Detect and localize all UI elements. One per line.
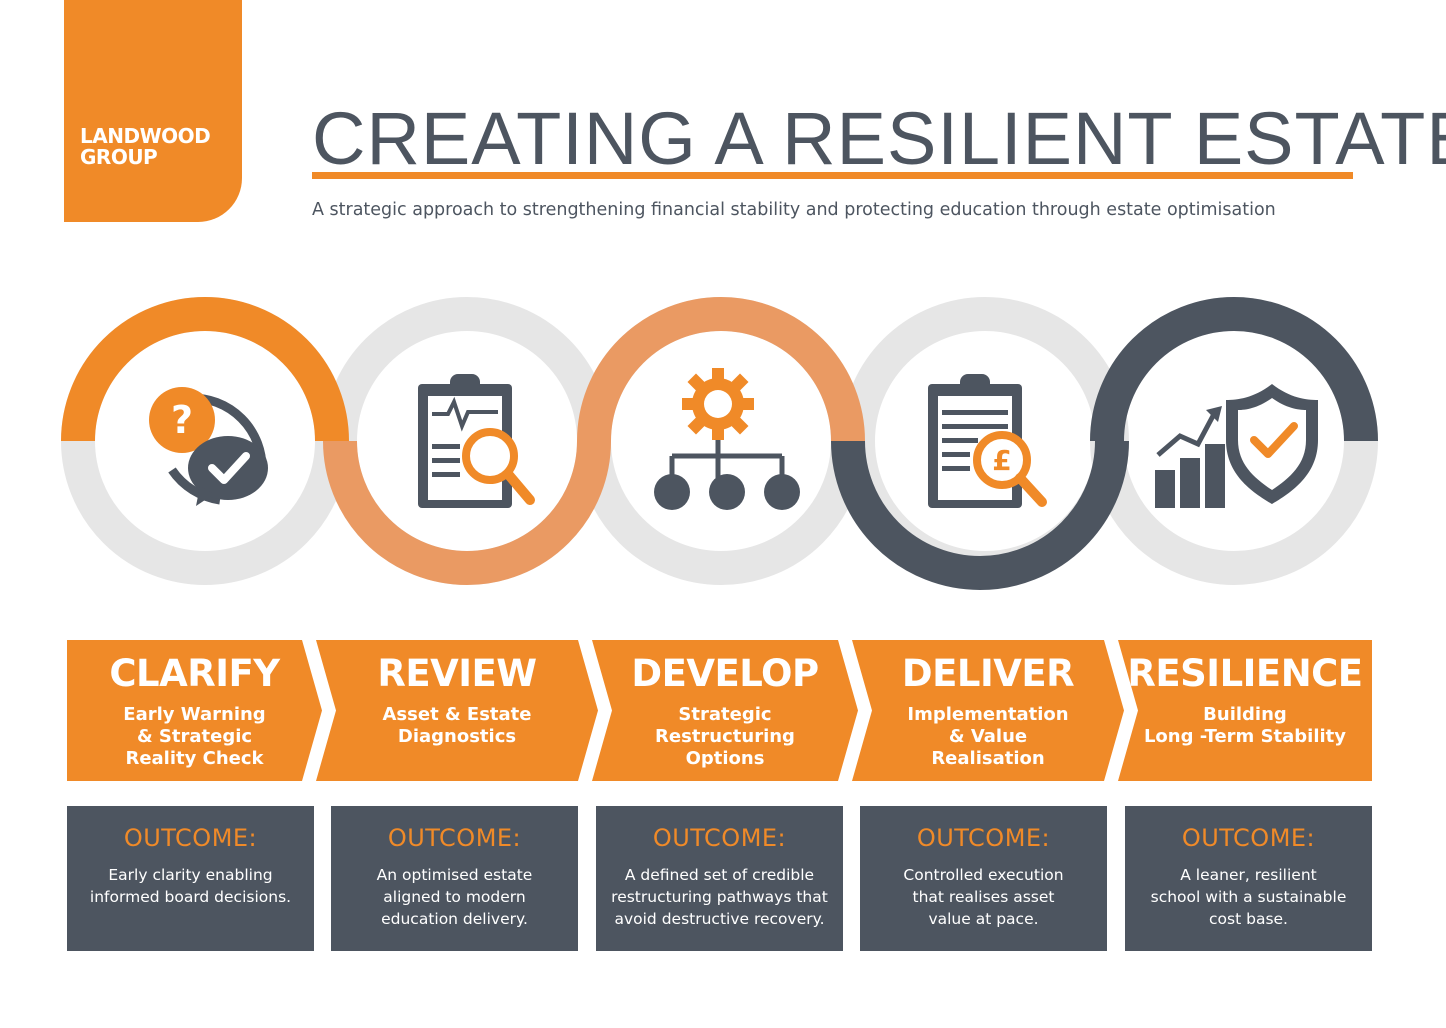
logo-line-2: GROUP: [80, 145, 158, 169]
step-title: REVIEW: [377, 652, 537, 695]
page-title: CREATING A RESILIENT ESTATE: [312, 97, 1446, 180]
step-description: Building Long -Term Stability: [1143, 704, 1347, 747]
outcome-label: OUTCOME:: [652, 824, 787, 852]
outcome-clarify: OUTCOME: Early clarity enabling informed…: [67, 806, 314, 951]
step-description: Strategic Restructuring Options: [655, 704, 795, 769]
step-review: REVIEW Asset & Estate Diagnostics: [316, 640, 598, 781]
outcome-text: An optimised estate aligned to modern ed…: [376, 866, 533, 928]
process-wave-diagram: ?: [61, 297, 1378, 590]
step-title: CLARIFY: [109, 652, 280, 695]
clipboard-search-icon: [418, 374, 535, 508]
outcome-text: A leaner, resilient school with a sustai…: [1150, 866, 1347, 928]
svg-text:?: ?: [171, 398, 193, 442]
page-subtitle: A strategic approach to strengthening fi…: [312, 200, 1276, 220]
wave-segment-5-top: [1090, 297, 1378, 442]
step-description: Implementation & Value Realisation: [907, 704, 1069, 769]
step-title: DELIVER: [901, 652, 1075, 695]
question-check-chat-icon: ?: [149, 387, 268, 506]
outcome-text: Controlled execution that realises asset…: [903, 866, 1064, 928]
clipboard-pound-search-icon: £: [928, 374, 1047, 508]
step-deliver: DELIVER Implementation & Value Realisati…: [852, 640, 1124, 781]
outcome-text: A defined set of credible restructuring …: [611, 866, 828, 928]
step-title: DEVELOP: [631, 652, 819, 695]
outcome-label: OUTCOME:: [123, 824, 258, 852]
outcome-label: OUTCOME:: [916, 824, 1051, 852]
svg-text:£: £: [992, 444, 1011, 477]
outcome-label: OUTCOME:: [387, 824, 522, 852]
logo-line-1: LANDWOOD: [80, 124, 211, 148]
wave-segment-1-top: [61, 297, 349, 442]
wave-segment-3-top: [577, 297, 865, 442]
wave-segment-2-bottom: [323, 440, 611, 585]
step-description: Asset & Estate Diagnostics: [382, 704, 532, 747]
wave-segment-4-bottom: [831, 440, 1129, 590]
step-description: Early Warning & Strategic Reality Check: [123, 704, 266, 769]
step-title: RESILIENCE: [1127, 652, 1363, 695]
title-underline: [312, 172, 1353, 179]
outcome-text: Early clarity enabling informed board de…: [89, 866, 292, 906]
step-develop: DEVELOP Strategic Restructuring Options: [592, 640, 858, 781]
outcome-develop: OUTCOME: A defined set of credible restr…: [596, 806, 843, 951]
logo-text: LANDWOOD GROUP: [80, 124, 211, 169]
outcome-review: OUTCOME: An optimised estate aligned to …: [331, 806, 578, 951]
outcome-label: OUTCOME:: [1181, 824, 1316, 852]
growth-chart-shield-icon: [1155, 384, 1318, 508]
gear-hierarchy-icon: [654, 368, 800, 510]
outcome-deliver: OUTCOME: Controlled execution that reali…: [860, 806, 1107, 951]
logo: LANDWOOD GROUP: [64, 0, 242, 222]
step-resilience: RESILIENCE Building Long -Term Stability: [1118, 640, 1372, 781]
step-clarify: CLARIFY Early Warning & Strategic Realit…: [67, 640, 322, 781]
outcome-resilience: OUTCOME: A leaner, resilient school with…: [1125, 806, 1372, 951]
